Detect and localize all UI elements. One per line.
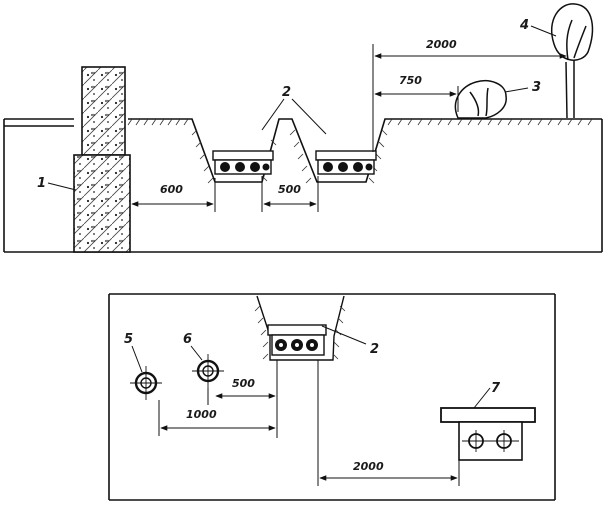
callout-1: 1 [37, 176, 46, 191]
dim-2000-upper: 2000 [374, 38, 567, 59]
dim-600-label: 600 [160, 183, 183, 196]
cable-bundle-left [212, 150, 274, 175]
lower-frame [108, 293, 556, 501]
dim-2000-lower: 2000 [317, 360, 460, 486]
dim-500-upper: 500 [261, 176, 319, 212]
callout-5: 5 [124, 332, 133, 347]
callout-2-upper: 2 [282, 85, 291, 100]
dim-2000-lower-label: 2000 [353, 460, 384, 473]
building-wall [73, 66, 131, 253]
dim-500-lower: 500 [207, 360, 278, 438]
callout-3: 3 [532, 80, 541, 95]
pipe-6 [192, 354, 224, 388]
cable-bundle-right [315, 150, 377, 175]
dim-2000-upper-label: 2000 [426, 38, 457, 51]
callout-6: 6 [183, 332, 192, 347]
dim-1000: 1000 [158, 400, 276, 436]
tree [551, 3, 594, 119]
dim-1000-label: 1000 [186, 408, 217, 421]
ground-hatching [127, 118, 593, 184]
callout-2-lower: 2 [370, 342, 379, 357]
dim-600: 600 [131, 178, 216, 212]
shrub [454, 80, 507, 119]
callout-4: 4 [519, 18, 529, 33]
upper-section: 600 500 750 2000 1 2 3 [3, 3, 603, 253]
duct-7 [440, 407, 536, 461]
dim-500-upper-label: 500 [278, 183, 301, 196]
pipe-5 [130, 366, 162, 400]
dim-500-lower-label: 500 [232, 377, 255, 390]
dim-750: 750 [372, 44, 459, 152]
callout-7: 7 [491, 381, 501, 396]
cable-bundle-lower [267, 324, 327, 356]
dim-750-label: 750 [399, 74, 422, 87]
lower-section: 500 1000 2000 5 6 2 7 [108, 293, 556, 501]
